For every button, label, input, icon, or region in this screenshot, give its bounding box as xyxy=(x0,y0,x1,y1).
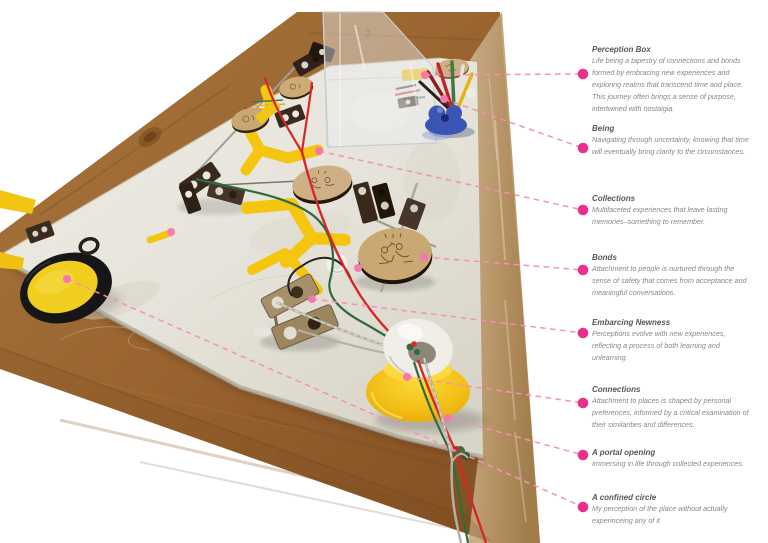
annotation-body: Attachment to places is shaped by person… xyxy=(592,396,749,429)
annotation-embarcing-newness: Embarcing Newness Perceptions evolve wit… xyxy=(592,317,752,364)
annotation-title: Being xyxy=(592,124,615,133)
annotation-confined-circle: A confined circle My perception of the p… xyxy=(592,492,752,527)
annotation-title: A confined circle xyxy=(592,493,657,502)
annotation-title: Connections xyxy=(592,385,641,394)
annotation-title: Embarcing Newness xyxy=(592,318,671,327)
green-thread xyxy=(252,99,284,103)
annotation-body: Life being a tapestry of connections and… xyxy=(592,56,744,113)
behind-box-pieces xyxy=(255,41,430,128)
left-yellow-pieces xyxy=(0,190,175,270)
bonds-disc xyxy=(358,227,433,285)
annotation-bonds: Bonds Attachment to people is nurtured t… xyxy=(592,252,752,299)
annotation-portal-opening: A portal opening Immersing in life throu… xyxy=(592,447,752,470)
annotation-body: Navigating through uncertainty, knowing … xyxy=(592,135,749,156)
annotation-collections: Collections Multifaceted experiences tha… xyxy=(592,193,752,228)
annotation-connections: Connections Attachment to places is shap… xyxy=(592,384,752,431)
annotation-perception-box: Perception Box Life being a tapestry of … xyxy=(592,44,752,115)
pink-marker xyxy=(354,264,362,272)
annotation-body: Attachment to people is nurtured through… xyxy=(592,264,747,297)
wood-knot xyxy=(138,126,162,148)
annotation-title: A portal opening xyxy=(592,448,656,457)
annotation-title: Bonds xyxy=(592,253,617,262)
annotation-body: Multifaceted experiences that leave last… xyxy=(592,205,728,226)
annotation-body: My perception of the place without actua… xyxy=(592,504,728,525)
small-ring xyxy=(78,236,100,256)
annotation-title: Perception Box xyxy=(592,45,651,54)
annotation-body: Perceptions evolve with new experiences,… xyxy=(592,329,726,362)
perception-box-model xyxy=(322,11,437,148)
annotation-being: Being Navigating through uncertainty, kn… xyxy=(592,123,752,158)
annotation-title: Collections xyxy=(592,194,636,203)
annotation-body: Immersing in life through collected expe… xyxy=(592,459,744,468)
